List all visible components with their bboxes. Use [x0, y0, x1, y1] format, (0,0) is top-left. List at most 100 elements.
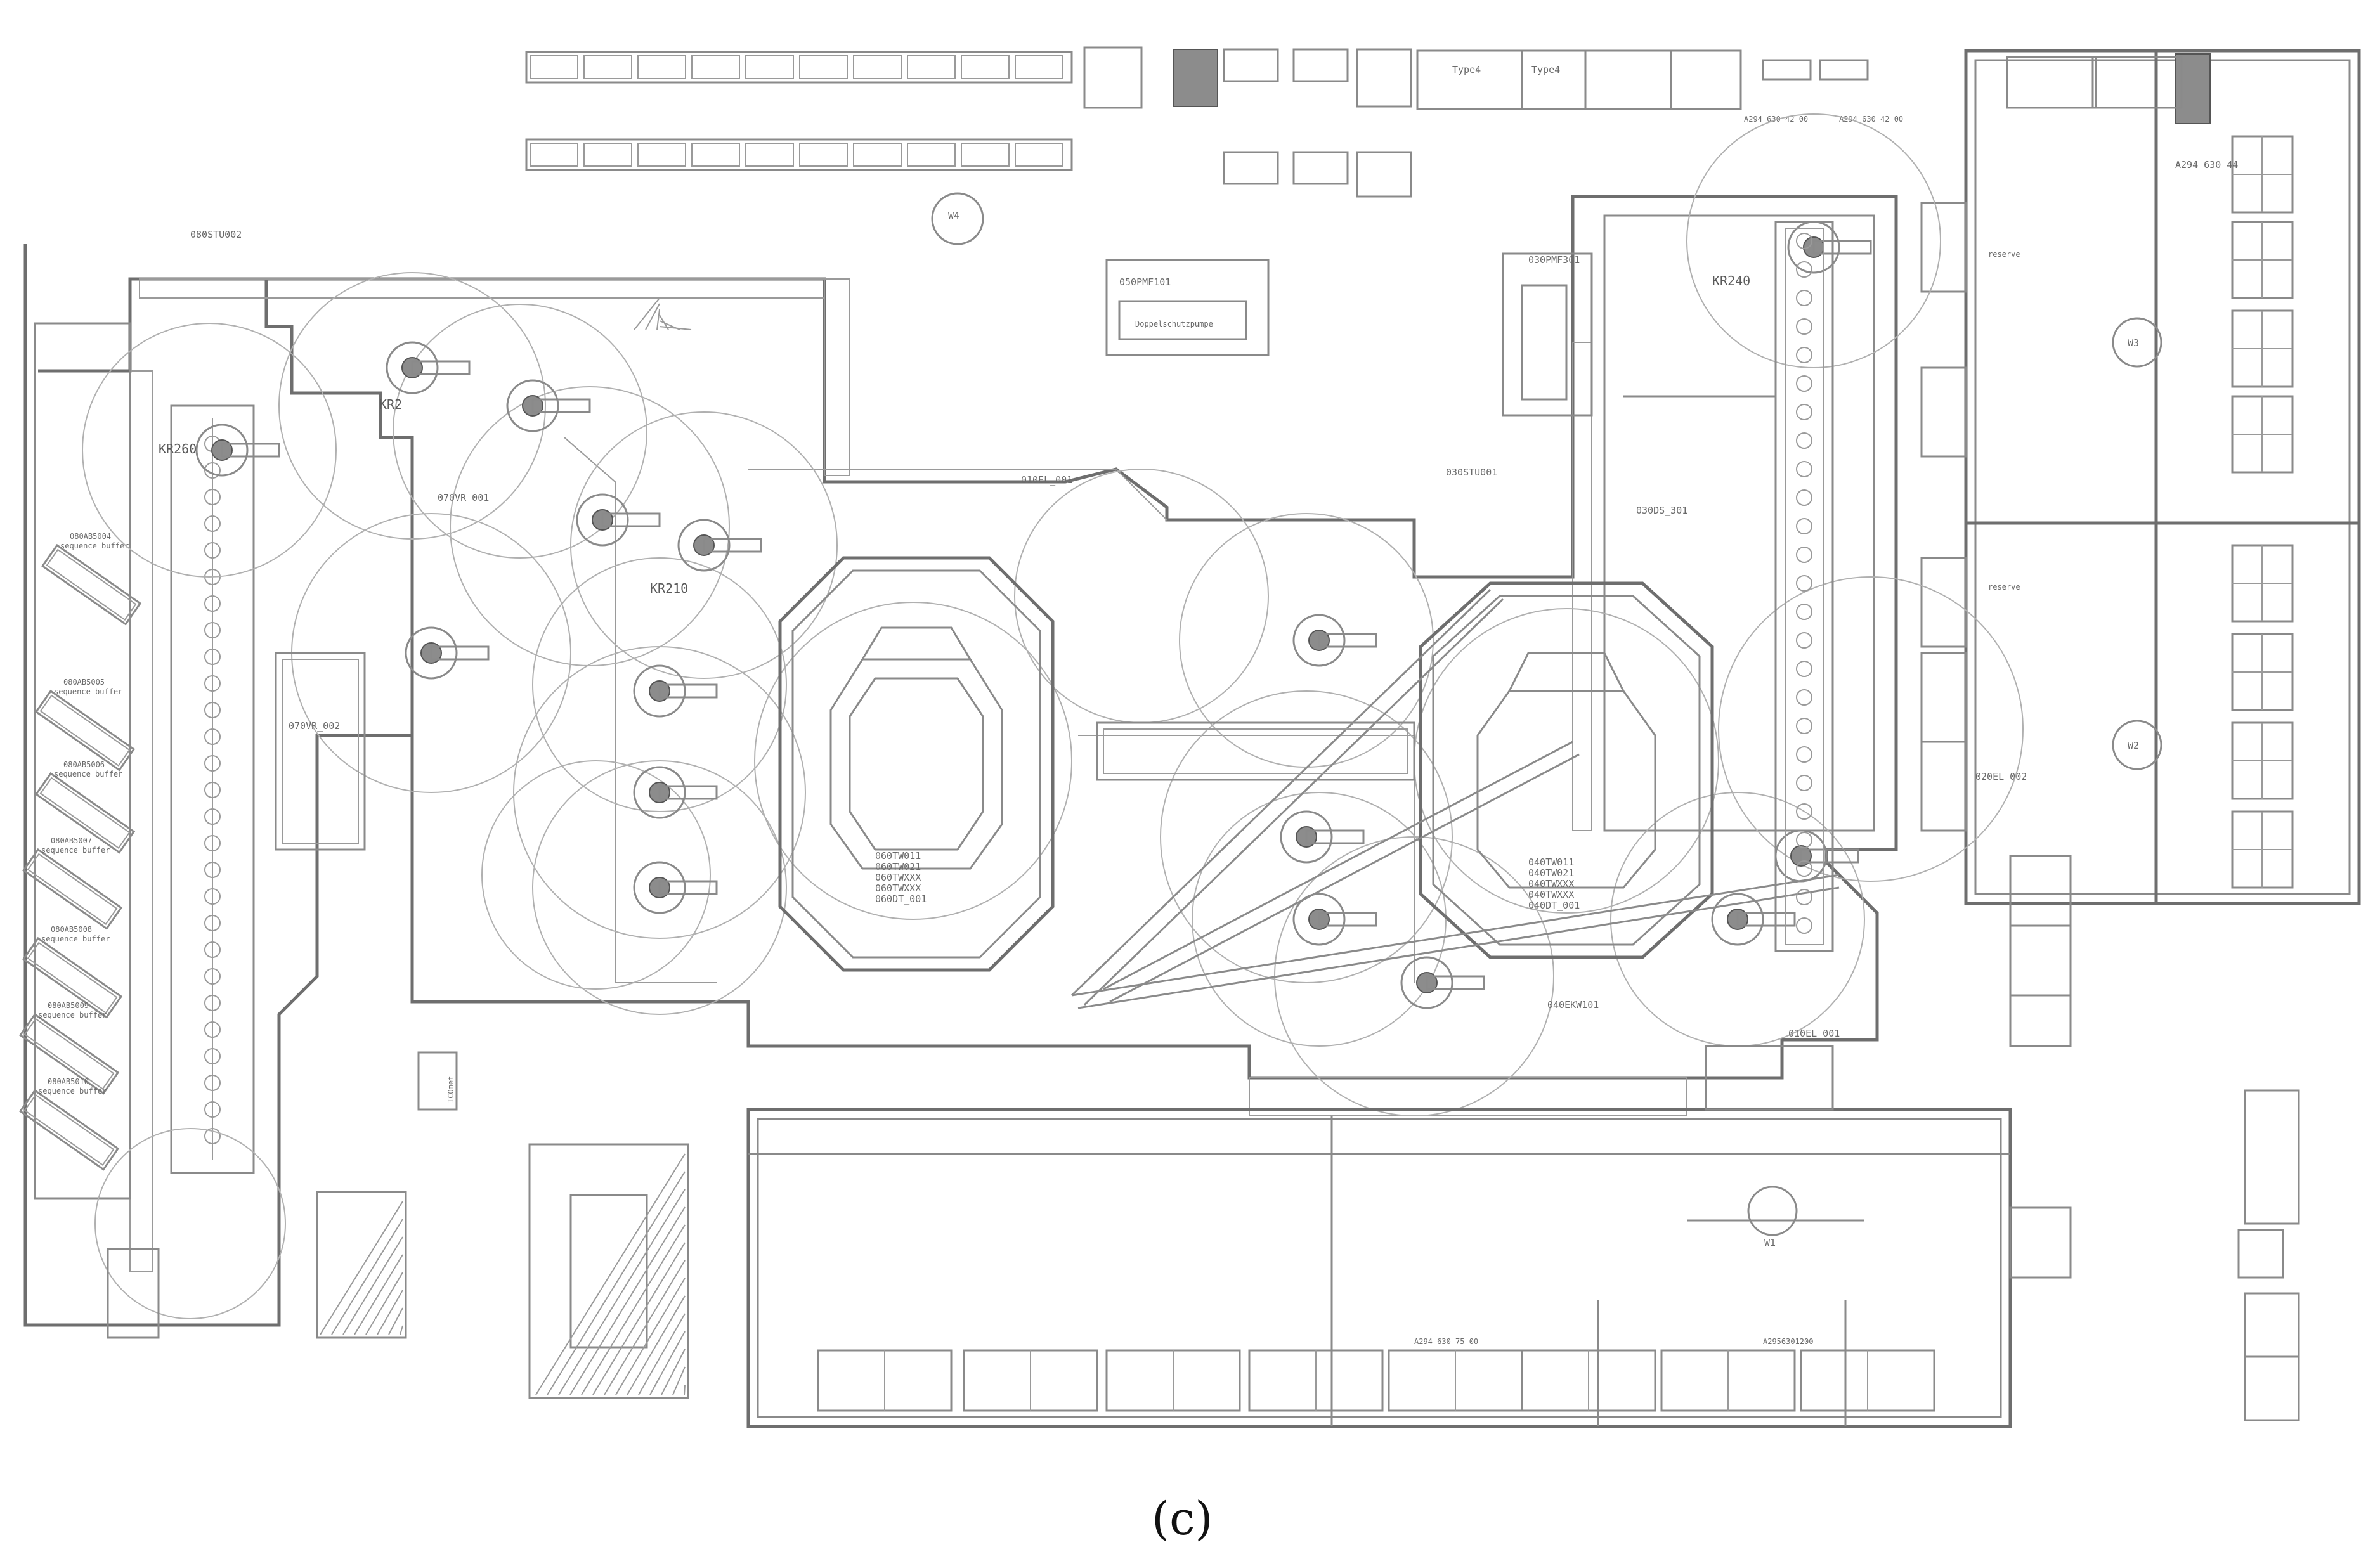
- cell-060-twxxx-2: 060TWXXX: [875, 883, 921, 894]
- cell-060-tw011: 060TW011: [875, 850, 921, 862]
- buffer-id: 080AB5008: [51, 925, 92, 934]
- pmf30-label: 030PMF301: [1528, 254, 1580, 266]
- rack-slot: [691, 55, 740, 79]
- reach-circle: [1718, 576, 2024, 882]
- roller: [204, 649, 221, 665]
- roller: [204, 462, 221, 479]
- robot-base: [405, 626, 458, 680]
- robot-base: [1292, 614, 1346, 667]
- reach-circle: [481, 760, 711, 990]
- reach-circle: [754, 602, 1072, 920]
- buffer-text: sequence buffer: [38, 1011, 107, 1019]
- roller: [204, 1101, 221, 1118]
- roller: [204, 968, 221, 985]
- buffer-text: sequence buffer: [54, 687, 122, 696]
- stu-label-2: 080STU002: [190, 229, 242, 240]
- roller: [204, 675, 221, 692]
- right-conveyor-rollers: [1796, 233, 1812, 934]
- roller: [1796, 689, 1812, 706]
- top-small-block: [1083, 46, 1412, 198]
- ewh-label: 040EKW101: [1547, 999, 1599, 1011]
- reach-circle: [82, 323, 337, 578]
- part-number-e: A294 630 44: [2175, 159, 2238, 171]
- roller: [1796, 375, 1812, 392]
- vr2-label: 070VR_001: [438, 492, 489, 503]
- reach-circle: [278, 272, 546, 540]
- roller: [1796, 518, 1812, 534]
- rack-slot: [583, 143, 632, 167]
- rack-slot: [745, 55, 794, 79]
- top-type4-block: Type4 Type4 A294 630 42 00 A294 630 42 0…: [1416, 49, 1903, 124]
- roller: [1796, 489, 1812, 506]
- buffer-text: sequence buffer: [41, 846, 110, 855]
- bottom-rack-area: A294 630 75 00 A2956301200: [746, 1108, 2012, 1428]
- rack-slot: [799, 143, 848, 167]
- cell-060-tw021: 060TW021: [875, 861, 921, 872]
- bottom-racks: [817, 1349, 1935, 1412]
- rack-slot: [907, 55, 956, 79]
- station-w3: W3: [2112, 317, 2162, 368]
- roller: [1796, 318, 1812, 335]
- rack-slot: [853, 55, 902, 79]
- roller: [204, 995, 221, 1011]
- roller: [204, 702, 221, 718]
- robot-arm: [601, 512, 661, 527]
- icomet-label: ICOmet: [446, 1076, 455, 1103]
- roller: [1796, 746, 1812, 763]
- top-rack-row-1: [525, 51, 1073, 84]
- buffer-id: 080AB5007: [51, 836, 92, 845]
- el-label-3: 010EL_001: [1788, 1028, 1840, 1039]
- robot-arm: [658, 785, 718, 800]
- sequence-buffer: [22, 848, 123, 930]
- station-w2-label: W2: [2128, 740, 2139, 751]
- reach-circle: [450, 386, 730, 666]
- cell-060-twxxx-1: 060TWXXX: [875, 872, 921, 883]
- robot-arm: [1318, 912, 1377, 927]
- el-label-2: 020EL_002: [1975, 771, 2027, 782]
- hatched-rooms: ICOmet: [107, 1051, 689, 1399]
- robot-arm: [703, 538, 762, 553]
- reach-circle: [570, 411, 838, 679]
- robot-arm: [531, 398, 591, 413]
- robot-base: [1711, 893, 1764, 946]
- reach-circle: [1686, 113, 1941, 368]
- robot-arm: [411, 360, 471, 375]
- robot-arm: [658, 880, 718, 895]
- buffer-id: 080AB5005: [63, 678, 105, 687]
- roller: [1796, 547, 1812, 563]
- pmf-sublabel: Doppelschutzpumpe: [1135, 320, 1213, 328]
- rack-slot: [961, 55, 1010, 79]
- roller: [204, 862, 221, 878]
- station-w1-label: W1: [1764, 1237, 1776, 1248]
- roller: [1796, 803, 1812, 820]
- cell-060-dt001: 060DT_001: [875, 893, 927, 905]
- rack-slot: [907, 143, 956, 167]
- rack-slot: [799, 55, 848, 79]
- station-w4-label: W4: [948, 210, 959, 221]
- hatch-lines: [320, 297, 692, 1395]
- figure-caption: (c): [1152, 1492, 1213, 1545]
- buffer-id: 080AB5010: [48, 1077, 89, 1086]
- cell-040-dt001: 040DT_001: [1528, 900, 1580, 911]
- robot-arm: [221, 443, 280, 458]
- robot-base: [633, 664, 686, 718]
- station-w3-label: W3: [2128, 337, 2139, 349]
- pump-box-030: 030PMF301: [1502, 252, 1593, 417]
- roller: [1796, 261, 1812, 278]
- roller: [1796, 404, 1812, 420]
- reach-circle: [393, 304, 647, 559]
- reach-circle: [532, 557, 787, 812]
- stu-label-1: 030STU001: [1446, 467, 1497, 478]
- roller: [204, 489, 221, 505]
- type4-label-a: Type4: [1452, 64, 1481, 75]
- part-number-d: A2956301200: [1763, 1337, 1813, 1346]
- robot-base: [633, 861, 686, 914]
- rack-slot: [530, 143, 578, 167]
- rack-slot: [637, 55, 686, 79]
- robots: [195, 221, 1872, 1009]
- reach-circle: [1192, 792, 1447, 1047]
- fixture-unit: [1920, 557, 1967, 648]
- roller: [204, 782, 221, 798]
